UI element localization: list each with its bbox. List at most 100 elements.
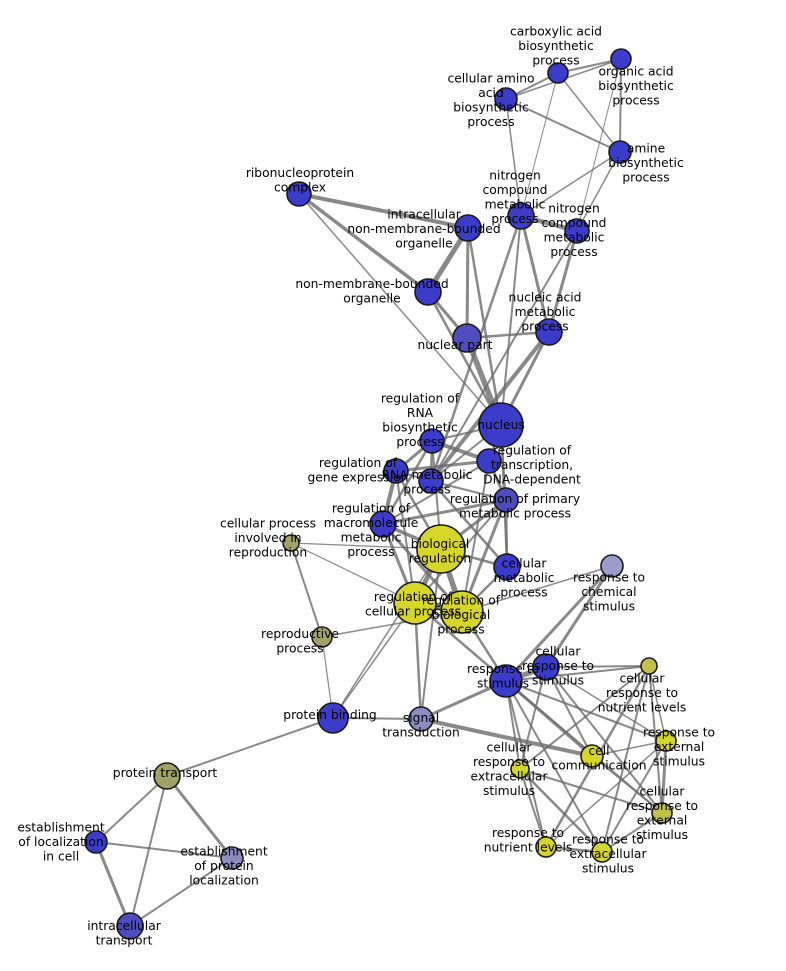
node-cell-communication[interactable] (580, 744, 604, 768)
graph-edge[interactable] (519, 768, 663, 814)
graph-edge[interactable] (576, 151, 621, 232)
graph-edge[interactable] (165, 774, 234, 860)
node-protein-transport[interactable] (153, 762, 181, 790)
graph-edge[interactable] (619, 58, 622, 153)
node-cellular-process-involved-in-reproduction[interactable] (282, 534, 300, 552)
node-rna-metabolic-process[interactable] (418, 468, 444, 494)
graph-edge[interactable] (430, 230, 578, 482)
graph-edge[interactable] (381, 439, 434, 526)
graph-edge[interactable] (591, 740, 667, 757)
node-intracellular-transport[interactable] (116, 912, 144, 940)
graph-edge[interactable] (290, 542, 323, 638)
graph-edge[interactable] (518, 767, 604, 854)
node-nitrogen-compound-metabolic-process[interactable] (507, 202, 535, 230)
node-establishment-of-localization-in-cell[interactable] (84, 830, 108, 854)
graph-edge[interactable] (520, 151, 621, 217)
graph-edge[interactable] (557, 72, 621, 153)
graph-edge[interactable] (545, 666, 593, 757)
graph-edge[interactable] (519, 665, 650, 770)
node-organic-acid-biosynthetic-process[interactable] (610, 48, 632, 70)
node-nuclear-part[interactable] (452, 323, 482, 353)
graph-edge[interactable] (321, 611, 463, 638)
node-regulation-of-biological-process[interactable] (440, 590, 484, 634)
node-protein-binding[interactable] (317, 702, 349, 734)
graph-edge[interactable] (545, 740, 667, 848)
node-response-to-nutrient-levels[interactable] (535, 836, 557, 858)
node-regulation-of-rna-biosynthetic-process[interactable] (419, 428, 445, 454)
graph-edge[interactable] (545, 666, 663, 814)
graph-edge[interactable] (290, 542, 442, 550)
graph-edge[interactable] (505, 98, 621, 153)
graph-edge[interactable] (519, 768, 547, 848)
node-response-to-chemical-stimulus[interactable] (600, 554, 624, 578)
node-response-to-external-stimulus[interactable] (655, 730, 677, 752)
graph-edge[interactable] (545, 666, 667, 742)
node-non-membrane-bounded-organelle[interactable] (414, 278, 442, 306)
graph-edge[interactable] (290, 542, 416, 604)
node-intracellular-non-membrane-bounded-organelle[interactable] (454, 214, 482, 242)
graph-edge[interactable] (505, 680, 603, 853)
node-nucleus[interactable] (478, 402, 524, 448)
node-nucleic-acid-metabolic-process[interactable] (535, 318, 563, 346)
node-regulation-of-macromolecule-metabolic-process[interactable] (369, 510, 397, 538)
graph-edge[interactable] (544, 564, 614, 669)
graph-edge[interactable] (381, 498, 508, 526)
graph-edge[interactable] (504, 564, 614, 683)
graph-edge[interactable] (576, 58, 622, 232)
node-regulation-of-gene-expression[interactable] (383, 458, 409, 484)
graph-edge[interactable] (95, 841, 233, 859)
graph-edge[interactable] (545, 665, 650, 668)
node-reproductive-process[interactable] (311, 626, 333, 648)
node-amine-biosynthetic-process[interactable] (608, 140, 632, 164)
graph-edge[interactable] (461, 565, 613, 613)
node-carboxylic-acid-biosynthetic-process[interactable] (547, 62, 569, 84)
graph-edge[interactable] (332, 548, 442, 719)
graph-edge[interactable] (466, 226, 503, 427)
graph-edge[interactable] (430, 480, 507, 501)
node-cellular-nitrogen-compound-metabolic-process[interactable] (564, 218, 590, 244)
node-cellular-response-to-extracellular-stimulus[interactable] (510, 759, 530, 779)
graph-edge[interactable] (505, 680, 667, 742)
graph-edge[interactable] (660, 739, 668, 815)
node-biological-regulation[interactable] (416, 524, 466, 574)
node-regulation-of-primary-metabolic-process[interactable] (493, 487, 519, 513)
graph-edge[interactable] (461, 460, 490, 613)
graph-edge[interactable] (297, 192, 470, 230)
node-cellular-metabolic-process[interactable] (493, 553, 521, 581)
graph-edge[interactable] (648, 665, 667, 742)
node-cellular-amino-acid-biosynthetic-process[interactable] (494, 87, 518, 111)
node-regulation-of-transcription-dna-dependent[interactable] (476, 448, 502, 474)
node-response-to-stimulus[interactable] (489, 664, 523, 698)
graph-edge[interactable] (297, 192, 430, 294)
graph-edge[interactable] (94, 840, 132, 928)
graph-edge[interactable] (465, 226, 470, 340)
graph-edge[interactable] (505, 98, 522, 217)
node-response-to-extracellular-stimulus[interactable] (591, 841, 613, 863)
graph-edge[interactable] (519, 666, 547, 770)
node-cellular-response-to-stimulus[interactable] (532, 653, 560, 681)
node-signal-transduction[interactable] (408, 706, 434, 732)
graph-edge[interactable] (429, 479, 509, 569)
graph-edge[interactable] (601, 665, 650, 853)
graph-edge[interactable] (129, 775, 168, 927)
graph-edge[interactable] (129, 857, 233, 927)
node-ribonucleoprotein-complex[interactable] (286, 181, 312, 207)
graph-edge[interactable] (601, 740, 667, 853)
graph-edge[interactable] (298, 193, 502, 426)
graph-edge[interactable] (591, 755, 663, 814)
graph-edge[interactable] (519, 214, 551, 334)
graph-edge[interactable] (420, 548, 442, 720)
graph-edge[interactable] (95, 775, 168, 843)
node-establishment-of-protein-localization[interactable] (220, 846, 244, 870)
graph-edge[interactable] (395, 470, 416, 604)
node-regulation-of-cellular-process[interactable] (393, 581, 437, 625)
graph-edge[interactable] (601, 812, 663, 853)
graph-edge[interactable] (166, 717, 334, 777)
node-cellular-response-to-nutrient-levels[interactable] (640, 657, 658, 675)
graph-edge[interactable] (547, 229, 579, 334)
node-cellular-response-to-external-stimulus[interactable] (651, 802, 673, 824)
graph-edge[interactable] (419, 717, 594, 758)
graph-edge[interactable] (426, 290, 503, 427)
graph-edge[interactable] (394, 459, 491, 473)
graph-edge[interactable] (505, 665, 650, 682)
